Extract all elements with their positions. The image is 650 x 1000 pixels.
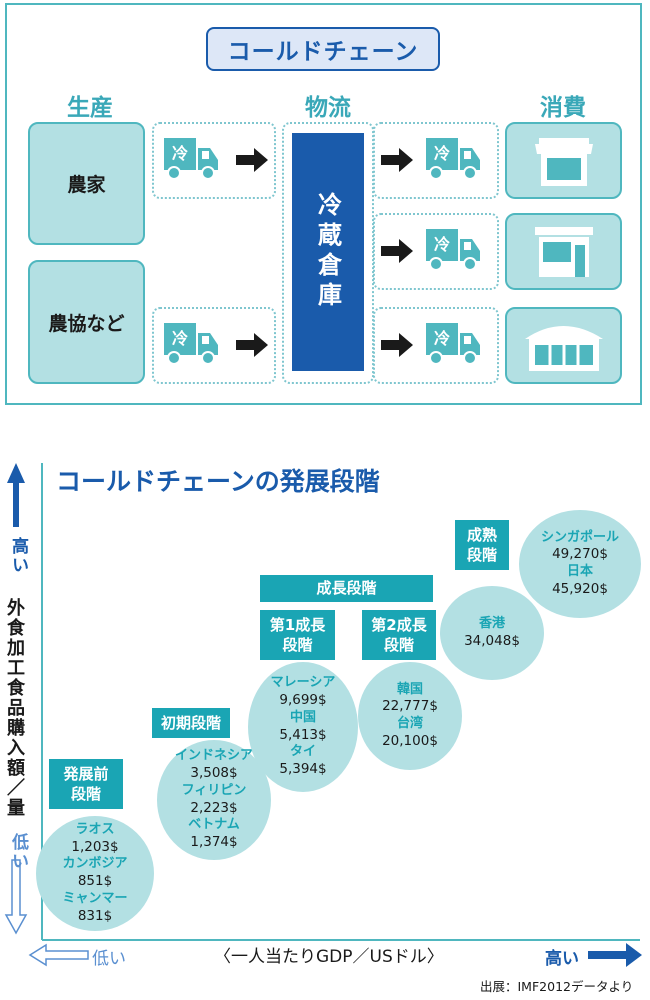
- stage-label: 初期段階: [152, 708, 230, 738]
- country-gdp: 34,048$: [464, 632, 520, 649]
- growth-group-label: 成長段階: [260, 575, 433, 602]
- truck-label: 冷: [433, 144, 450, 163]
- truck-box-store-1: [373, 122, 499, 199]
- stage-label-line: 第2成長: [371, 615, 427, 634]
- y-low-label: 低い: [8, 833, 28, 871]
- country-gdp: 2,223$: [190, 799, 238, 816]
- truck-label: 冷: [171, 144, 188, 163]
- country-gdp: 5,413$: [279, 726, 327, 743]
- country-name: タイ: [289, 744, 316, 760]
- truck-label: 冷: [433, 235, 450, 254]
- country-name: フィリピン: [181, 782, 247, 798]
- country-name: ベトナム: [188, 817, 240, 833]
- stage-label-line: 発展前: [63, 764, 109, 783]
- producer-coop: 農協など: [28, 260, 145, 384]
- x-high-label: 高い: [545, 949, 579, 969]
- country-name: 韓国: [396, 681, 423, 697]
- convenience-store-icon: [535, 227, 593, 277]
- country-name: ラオス: [75, 821, 115, 837]
- country-gdp: 9,699$: [279, 692, 327, 709]
- arrow-right-icon: [381, 148, 413, 172]
- x-low-label: 低い: [92, 949, 126, 969]
- country-gdp: 1,203$: [71, 838, 119, 855]
- country-gdp: 831$: [77, 907, 113, 924]
- producer-farmer: 農家: [28, 122, 145, 245]
- stage-label-line: 初期段階: [160, 713, 221, 732]
- source-note: 出展：IMF2012データより: [480, 979, 634, 994]
- cold-warehouse-label: 冷蔵倉庫: [313, 192, 342, 312]
- country-name: カンボジア: [62, 856, 128, 872]
- arrow-right-icon: [236, 333, 268, 357]
- country-name: マレーシア: [270, 675, 336, 691]
- column-head-logistics: 物流: [305, 95, 351, 121]
- market-store: [505, 122, 622, 199]
- arrow-down-outline-icon: [4, 859, 28, 935]
- stage-label-line: 成熟: [466, 525, 497, 544]
- country-gdp: 3,508$: [190, 765, 238, 782]
- country-name: ミャンマー: [62, 890, 128, 906]
- arrow-right-icon: [381, 333, 413, 357]
- column-head-consumption: 消費: [540, 95, 586, 121]
- country-gdp: 45,920$: [552, 580, 608, 597]
- chart-title: コールドチェーンの発展段階: [56, 467, 380, 496]
- column-head-production: 生産: [67, 95, 113, 121]
- truck-label: 冷: [433, 329, 450, 348]
- x-axis-label: 〈一人当たりGDP／USドル〉: [214, 947, 444, 967]
- stage-label-line: 段階: [70, 785, 101, 803]
- country-name: 中国: [289, 709, 316, 725]
- country-name: 日本: [566, 564, 593, 579]
- truck-label: 冷: [171, 329, 188, 348]
- country-gdp: 49,270$: [552, 546, 608, 563]
- supermarket-store: [505, 307, 622, 384]
- country-gdp: 851$: [77, 873, 113, 890]
- country-name: インドネシア: [174, 748, 253, 764]
- country-gdp: 20,100$: [382, 732, 438, 749]
- truck-box-store-2: [373, 213, 499, 290]
- arrow-right-icon: [588, 943, 642, 967]
- stage-label-line: 段階: [466, 546, 497, 564]
- cold-chain-diagram-frame: [5, 3, 642, 405]
- convenience-store: [505, 213, 622, 290]
- y-axis-label: 外食加工食品購入額／量: [4, 598, 25, 818]
- warehouse-outline: [282, 122, 374, 384]
- country-name: シンガポール: [540, 529, 619, 545]
- arrow-left-outline-icon: [28, 943, 89, 967]
- country-name: 台湾: [396, 716, 423, 731]
- y-high-label: 高い: [8, 537, 28, 575]
- truck-box-coop: [152, 307, 276, 384]
- country-gdp: 22,777$: [382, 698, 438, 715]
- cold-warehouse: 冷蔵倉庫: [292, 133, 364, 371]
- market-store-icon: [535, 138, 593, 186]
- country-name: 香港: [478, 615, 505, 631]
- truck-box-farmer: [152, 122, 276, 199]
- stage-label-line: 段階: [383, 636, 414, 654]
- truck-box-store-3: [373, 307, 499, 384]
- diagram-title: コールドチェーン: [206, 27, 440, 71]
- warehouse-store-icon: [525, 326, 603, 371]
- stage-label: 第1成長段階: [260, 610, 335, 660]
- stage-label: 第2成長段階: [362, 610, 436, 660]
- stage-label: 成熟段階: [455, 520, 509, 570]
- country-gdp: 1,374$: [190, 834, 238, 851]
- stage-label-line: 段階: [282, 636, 313, 654]
- arrow-up-icon: [7, 463, 25, 527]
- country-gdp: 5,394$: [279, 761, 327, 778]
- stage-label: 発展前段階: [49, 759, 123, 809]
- arrow-right-icon: [381, 239, 413, 263]
- stage-label-line: 第1成長: [269, 615, 326, 634]
- arrow-right-icon: [236, 148, 268, 172]
